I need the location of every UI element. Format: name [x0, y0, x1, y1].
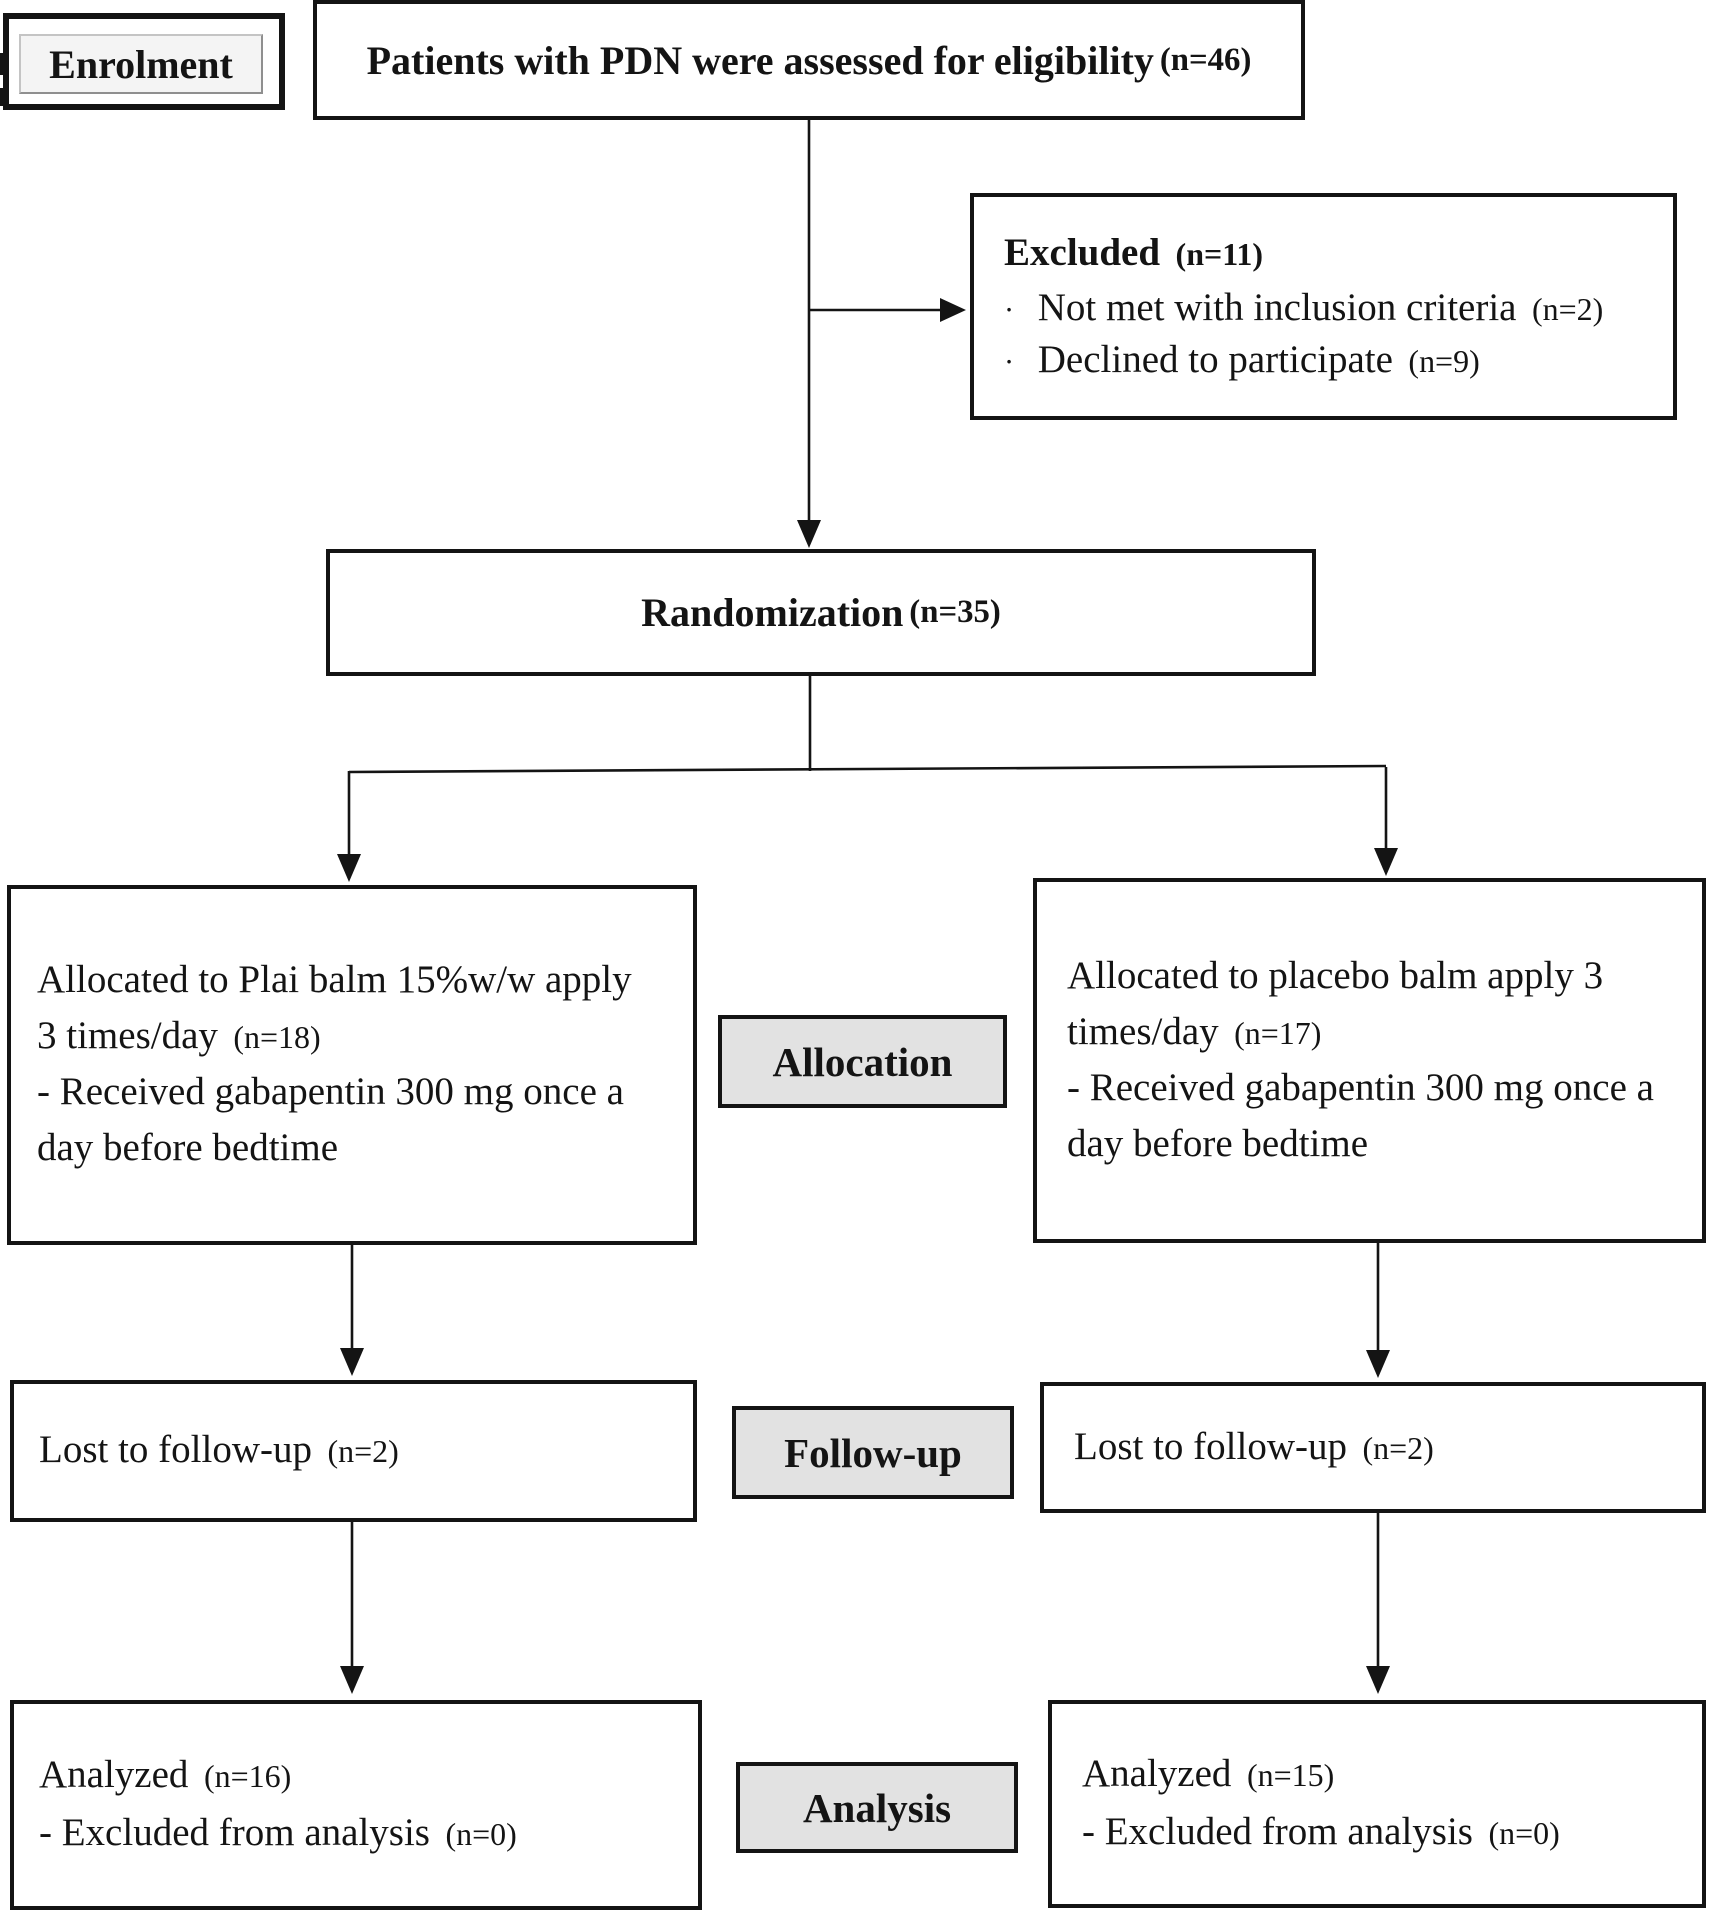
- excluded-title: Excluded (n=11): [1004, 225, 1663, 283]
- eligibility-box: Patients with PDN were assessed for elig…: [313, 0, 1305, 120]
- excluded-title-text: Excluded: [1004, 231, 1161, 274]
- excluded-item: · Not met with inclusion criteria (n=2): [1004, 283, 1663, 335]
- allocation-left-text: day before bedtime: [37, 1126, 339, 1169]
- enrolment-stage-box: Enrolment: [3, 13, 285, 110]
- followup-right-count: (n=2): [1362, 1430, 1434, 1466]
- allocation-right-text: Allocated to placebo balm apply 3: [1067, 953, 1604, 997]
- allocation-right-text: - Received gabapentin 300 mg once a: [1067, 1065, 1654, 1109]
- arrowhead-into-allocation-right: [1374, 848, 1398, 876]
- analysis-right-box: Analyzed (n=15) - Excluded from analysis…: [1048, 1700, 1706, 1908]
- excluded-item-text: Not met with inclusion criteria: [1037, 286, 1517, 329]
- analysis-right-line: - Excluded from analysis (n=0): [1082, 1804, 1702, 1862]
- arrowhead-into-analysis-right: [1366, 1666, 1390, 1694]
- bullet-icon: ·: [1004, 345, 1015, 379]
- followup-left-box: Lost to follow-up (n=2): [10, 1380, 697, 1522]
- arrowhead-into-excluded: [940, 298, 966, 322]
- followup-right-line: Lost to follow-up (n=2): [1074, 1420, 1702, 1476]
- allocation-right-text: times/day: [1067, 1009, 1219, 1053]
- followup-left-count: (n=2): [327, 1434, 399, 1469]
- followup-stage-label: Follow-up: [732, 1406, 1014, 1499]
- analysis-right-count: (n=15): [1246, 1758, 1335, 1793]
- followup-left-text: Lost to follow-up: [39, 1428, 312, 1471]
- allocation-right-line: - Received gabapentin 300 mg once a: [1067, 1061, 1702, 1117]
- allocation-left-box: Allocated to Plai balm 15%w/w apply 3 ti…: [7, 885, 697, 1245]
- followup-right-text: Lost to follow-up: [1074, 1424, 1347, 1468]
- allocation-left-text: Allocated to Plai balm 15%w/w apply: [37, 958, 632, 1001]
- allocation-left-line: Allocated to Plai balm 15%w/w apply: [37, 953, 693, 1009]
- followup-left-line: Lost to follow-up (n=2): [39, 1423, 693, 1479]
- analysis-left-line: Analyzed (n=16): [39, 1747, 698, 1805]
- allocation-right-line: Allocated to placebo balm apply 3: [1067, 949, 1702, 1005]
- allocation-right-box: Allocated to placebo balm apply 3 times/…: [1033, 878, 1706, 1243]
- eligibility-count: (n=46): [1159, 41, 1252, 78]
- analysis-left-box: Analyzed (n=16) - Excluded from analysis…: [10, 1700, 702, 1910]
- analysis-left-count: (n=16): [203, 1759, 292, 1794]
- randomization-count: (n=35): [909, 594, 1001, 630]
- excluded-item-text: Declined to participate: [1037, 338, 1393, 381]
- bullet-icon: ·: [1004, 293, 1015, 327]
- analysis-left-line: - Excluded from analysis (n=0): [39, 1805, 698, 1863]
- split-bar: [348, 764, 1387, 774]
- allocation-left-text: 3 times/day: [37, 1014, 218, 1057]
- analysis-right-line: Analyzed (n=15): [1082, 1746, 1702, 1804]
- excluded-count: (n=11): [1175, 237, 1264, 272]
- allocation-stage-label: Allocation: [718, 1015, 1007, 1108]
- allocation-left-count: (n=18): [233, 1020, 321, 1055]
- arrowhead-into-followup-left: [340, 1348, 364, 1376]
- arrowhead-into-allocation-left: [337, 854, 361, 882]
- allocation-right-line: day before bedtime: [1067, 1117, 1702, 1173]
- analysis-left-count: (n=0): [445, 1817, 517, 1852]
- analysis-right-count: (n=0): [1488, 1816, 1560, 1851]
- allocation-left-line: 3 times/day (n=18): [37, 1009, 693, 1065]
- excluded-box: Excluded (n=11) · Not met with inclusion…: [970, 193, 1677, 420]
- arrowhead-into-analysis-left: [340, 1666, 364, 1694]
- analysis-left-text: - Excluded from analysis: [39, 1811, 430, 1854]
- analysis-right-text: Analyzed: [1082, 1752, 1232, 1795]
- arrowhead-into-followup-right: [1366, 1350, 1390, 1378]
- analysis-left-text: Analyzed: [39, 1753, 189, 1796]
- allocation-left-line: day before bedtime: [37, 1121, 693, 1177]
- excluded-item-count: (n=2): [1531, 292, 1604, 327]
- eligibility-text: Patients with PDN were assessed for elig…: [366, 37, 1154, 83]
- excluded-item-count: (n=9): [1408, 344, 1480, 379]
- allocation-left-line: - Received gabapentin 300 mg once a: [37, 1065, 693, 1121]
- allocation-left-text: - Received gabapentin 300 mg once a: [37, 1070, 624, 1113]
- allocation-right-count: (n=17): [1234, 1015, 1322, 1051]
- allocation-right-line: times/day (n=17): [1067, 1005, 1702, 1061]
- randomization-text: Randomization: [641, 590, 904, 635]
- allocation-right-text: day before bedtime: [1067, 1121, 1369, 1165]
- enrolment-stage-label: Enrolment: [19, 34, 263, 94]
- excluded-item: · Declined to participate (n=9): [1004, 335, 1663, 387]
- randomization-box: Randomization (n=35): [326, 549, 1316, 676]
- followup-right-box: Lost to follow-up (n=2): [1040, 1382, 1706, 1513]
- arrowhead-into-randomization: [797, 520, 821, 548]
- analysis-stage-label: Analysis: [736, 1762, 1018, 1853]
- analysis-right-text: - Excluded from analysis: [1082, 1810, 1473, 1853]
